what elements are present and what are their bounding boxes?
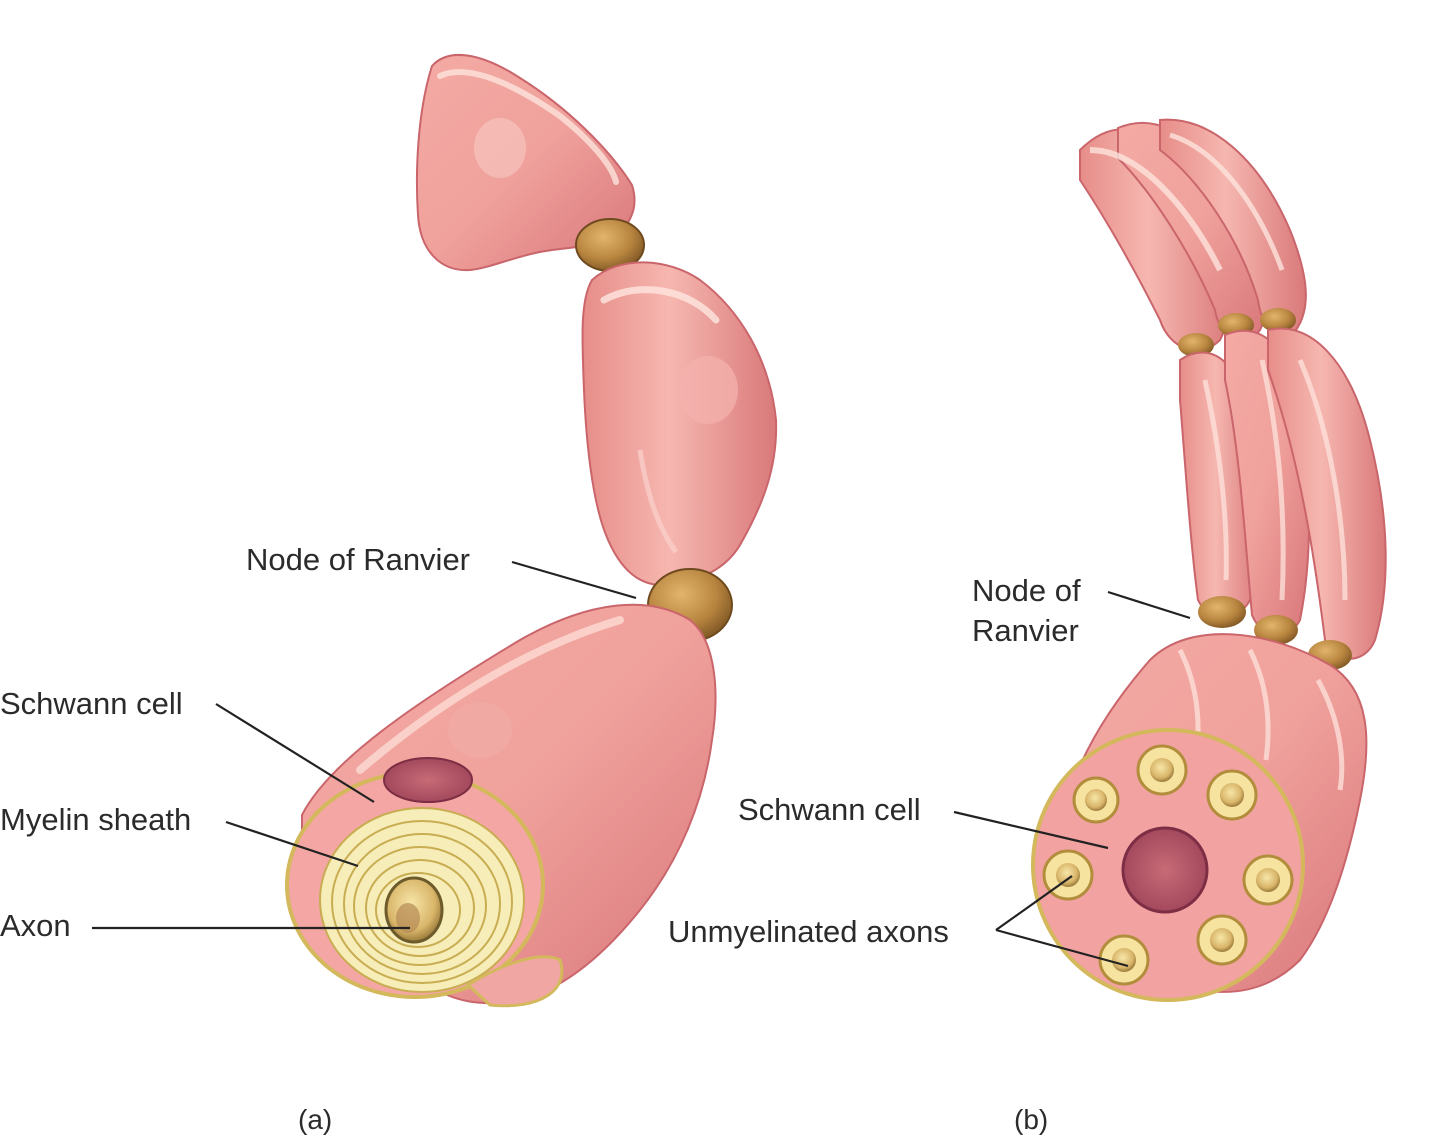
label-node-of-ranvier-a: Node of Ranvier [246, 542, 471, 577]
leader-myelin-sheath [225, 820, 359, 868]
label-axon: Axon [0, 908, 71, 943]
panel-b-unmyelinated-fiber [1031, 118, 1387, 1002]
label-unmyelinated-axons: Unmyelinated axons [668, 914, 949, 949]
schwann-nucleus-b [1121, 826, 1209, 914]
label-node-of-ranvier-b-line1: Node of [972, 573, 1081, 608]
panel-a-myelinated-fiber [285, 54, 778, 1008]
schwann-nucleus-a [383, 757, 473, 803]
leader-unmyelinated-axon-1 [995, 875, 1073, 931]
caption-panel-a: (a) [298, 1104, 333, 1135]
node-of-ranvier-b1 [1198, 596, 1246, 628]
leader-schwann-cell-a [215, 703, 375, 803]
label-schwann-cell-b: Schwann cell [738, 792, 921, 827]
leader-schwann-cell-b [953, 810, 1109, 850]
unmyelinated-axon-pockets [1042, 744, 1294, 986]
caption-panel-b: (b) [1014, 1104, 1049, 1135]
leader-lines [92, 560, 1191, 968]
leader-unmyelinated-axon-2 [995, 928, 1129, 968]
label-node-of-ranvier-b-line2: Ranvier [972, 613, 1079, 648]
schwann-cell-segment-middle [581, 261, 778, 587]
leader-node-of-ranvier-a [511, 560, 637, 600]
label-schwann-cell-a: Schwann cell [0, 686, 183, 721]
leader-node-of-ranvier-b [1107, 590, 1191, 620]
label-myelin-sheath: Myelin sheath [0, 802, 192, 837]
schwann-tube-6 [1267, 327, 1387, 660]
